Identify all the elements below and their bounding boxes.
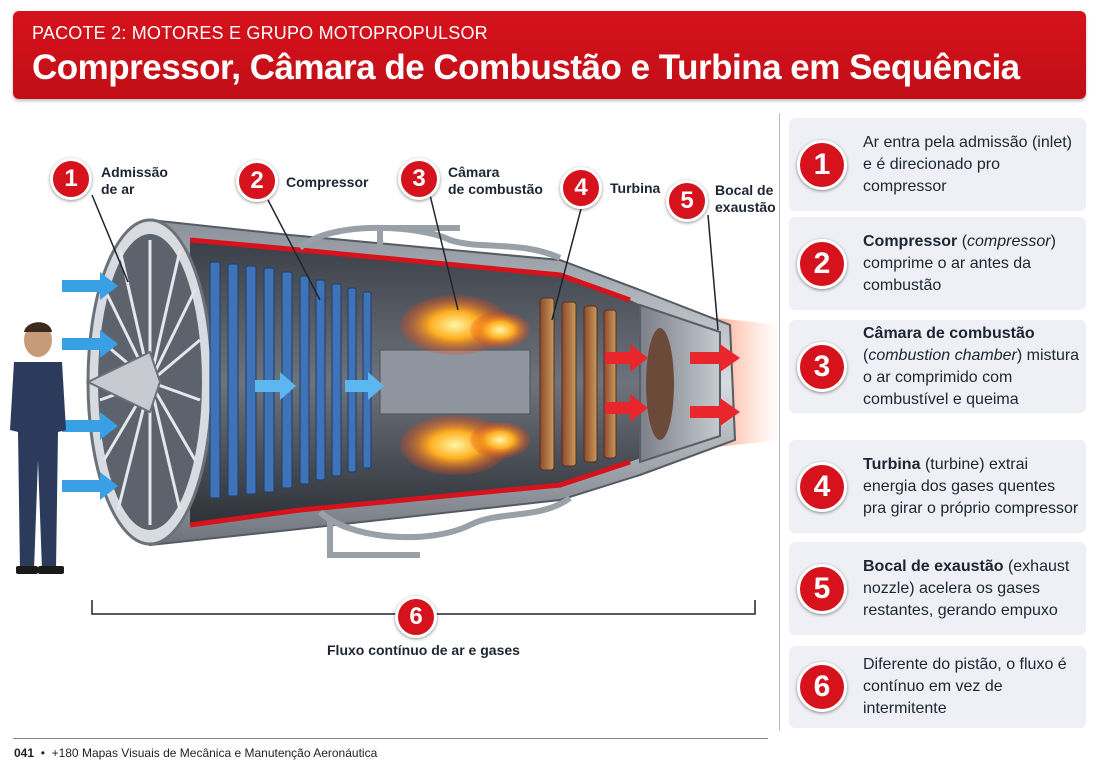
callout-leader-lines (91, 194, 719, 331)
step-term: Bocal de exaustão (863, 557, 1004, 575)
callout-badge-3: 3 (398, 158, 440, 200)
footer: 041 • +180 Mapas Visuais de Mecânica e M… (14, 746, 377, 760)
airflow-arrow-icon (255, 372, 296, 400)
callout-label-turbine: Turbina (610, 180, 660, 197)
step-badge: 1 (797, 139, 847, 190)
step-card-4: 4 Turbina (turbine) extrai energia dos g… (789, 440, 1086, 533)
step-term: Câmara de combustão (863, 324, 1035, 342)
callout-label-intake: Admissão de ar (101, 164, 168, 198)
callout-badge-1: 1 (50, 158, 92, 200)
callout-label-nozzle: Bocal de exaustão (715, 182, 776, 216)
external-plumbing (297, 224, 572, 558)
step-description: mistura o ar comprimido com combustível … (863, 346, 1080, 408)
callout-label-line: exaustão (715, 199, 776, 215)
airflow-arrow-icon (345, 372, 384, 400)
step-term-english: combustion chamber (868, 346, 1017, 364)
footer-separator: • (40, 746, 45, 760)
exhaust-nozzle (639, 303, 721, 464)
callout-label-line: Compressor (286, 174, 369, 190)
step-badge: 6 (797, 662, 847, 712)
callout-label-line: Bocal de (715, 182, 774, 198)
exhaust-arrow-icon (690, 344, 740, 372)
step-text: Compressor (compressor) comprime o ar an… (863, 232, 1056, 294)
spinner-cone (85, 350, 162, 414)
panel-divider (779, 113, 780, 731)
page-title: Compressor, Câmara de Combustão e Turbin… (32, 48, 1020, 87)
callout-label-line: Câmara (448, 164, 500, 180)
intake-arrow-icon (62, 272, 118, 300)
step-text: Diferente do pistão, o fluxo é contínuo … (863, 656, 1067, 717)
callout-label-compressor: Compressor (286, 174, 368, 191)
step-text: Câmara de combustão (combustion chamber)… (863, 324, 1080, 408)
callout-label-line: de ar (101, 181, 135, 197)
step-card-1: 1 Ar entra pela admissão (inlet) e é dir… (789, 118, 1086, 211)
step-card-6: 6 Diferente do pistão, o fluxo é contínu… (789, 646, 1086, 728)
exhaust-arrow-icon (605, 394, 648, 422)
section-kicker: PACOTE 2: MOTORES E GRUPO MOTOPROPULSOR (32, 23, 488, 43)
step-card-5: 5 Bocal de exaustão (exhaust nozzle) ace… (789, 542, 1086, 635)
step-text: Bocal de exaustão (exhaust nozzle) acele… (863, 556, 1080, 622)
callout-label-line: Admissão (101, 164, 168, 180)
exhaust-arrow-icon (690, 398, 740, 426)
step-badge: 5 (797, 563, 847, 614)
step-term: Turbina (863, 455, 921, 473)
engine-shaft (379, 349, 531, 415)
step-term: Compressor (863, 232, 958, 250)
flow-caption: Fluxo contínuo de ar e gases (327, 642, 520, 658)
step-description: (turbine) extrai energia dos gases quent… (863, 455, 1079, 517)
callout-badge-5: 5 (666, 180, 708, 222)
technician-figure (10, 322, 66, 574)
intake-arrows (62, 272, 384, 500)
step-badge: 4 (797, 461, 847, 512)
step-description: comprime o ar antes da combustão (863, 254, 1032, 294)
footer-rule (13, 738, 768, 739)
step-card-2: 2 Compressor (compressor) comprime o ar … (789, 217, 1086, 310)
callout-label-line: de combustão (448, 181, 543, 197)
callout-label-line: Turbina (610, 180, 661, 196)
engine-diagram: 1 Admissão de ar 2 Compressor 3 Câmara d… (0, 100, 780, 740)
intake-arrow-icon (62, 412, 118, 440)
intake-arrow-icon (62, 330, 118, 358)
callout-badge-4: 4 (560, 167, 602, 209)
step-card-3: 3 Câmara de combustão (combustion chambe… (789, 320, 1086, 413)
page-number: 041 (14, 746, 35, 760)
intake-fan (85, 218, 214, 546)
header-banner: PACOTE 2: MOTORES E GRUPO MOTOPROPULSOR … (13, 11, 1086, 99)
step-badge: 3 (797, 341, 847, 392)
step-text: Ar entra pela admissão (inlet) e é direc… (863, 133, 1072, 195)
callout-label-combustion: Câmara de combustão (448, 164, 543, 198)
callout-badge-2: 2 (236, 160, 278, 202)
step-badge: 2 (797, 238, 847, 289)
step-text: Turbina (turbine) extrai energia dos gas… (863, 454, 1080, 520)
turbine-stages (539, 297, 617, 471)
step-description: (exhaust nozzle) acelera os gases restan… (863, 557, 1070, 619)
intake-arrow-icon (62, 472, 118, 500)
step-term-english: compressor (967, 232, 1051, 250)
engine-cutaway-illustration (10, 194, 780, 615)
exhaust-arrow-icon (605, 344, 648, 372)
book-title: +180 Mapas Visuais de Mecânica e Manuten… (51, 746, 378, 760)
combustion-flames (400, 295, 530, 475)
exhaust-arrows (605, 344, 740, 426)
callout-badge-6: 6 (395, 596, 437, 638)
